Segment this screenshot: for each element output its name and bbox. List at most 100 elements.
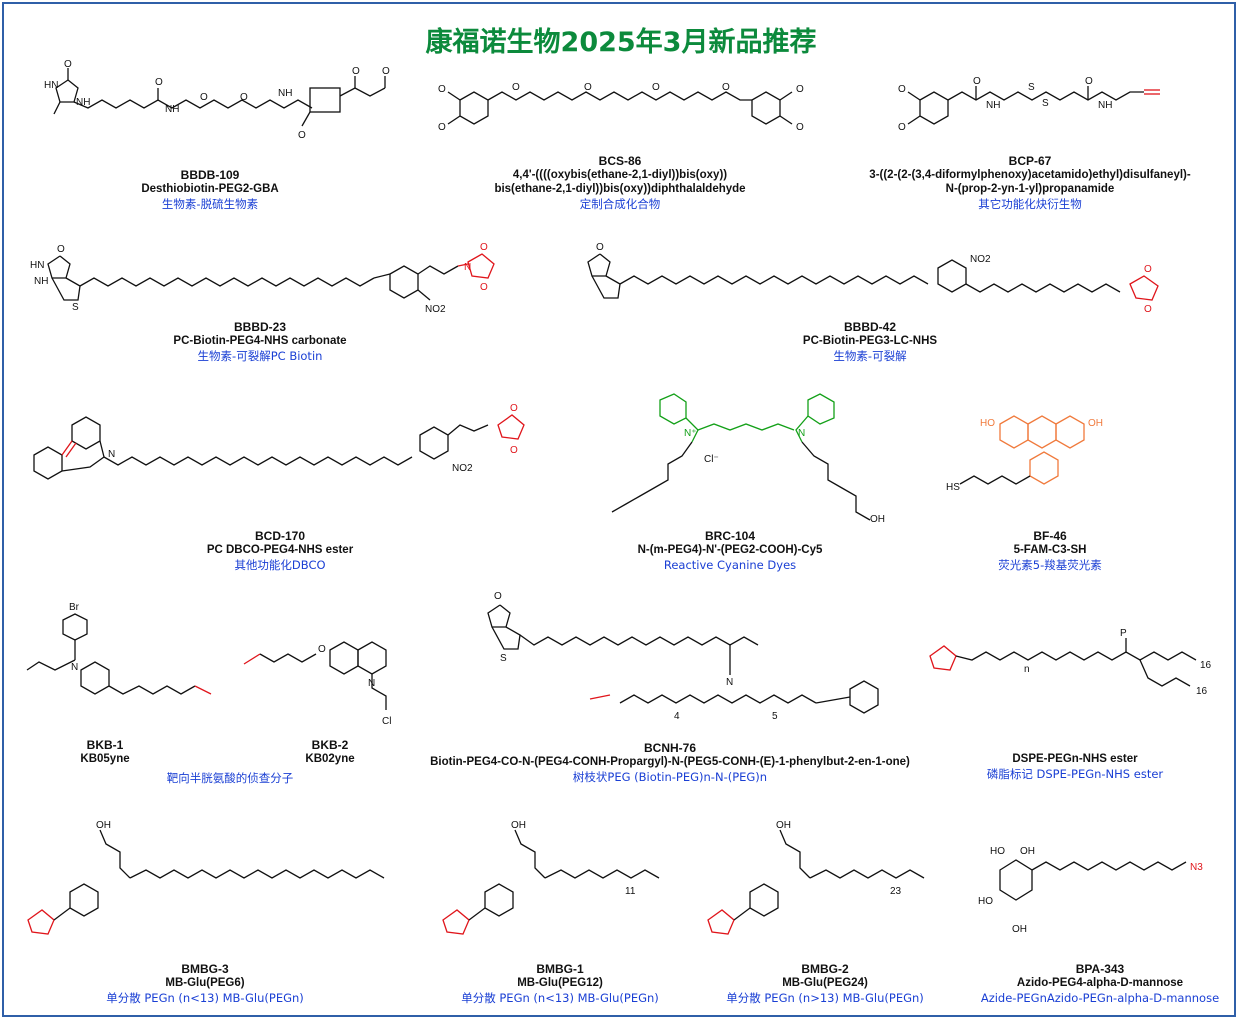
atom-label: n <box>1024 664 1030 675</box>
product-category: 其它功能化炔衍生物 <box>978 197 1082 211</box>
product-category: 生物素-脱硫生物素 <box>161 197 259 211</box>
atom-label: O <box>57 244 65 255</box>
atom-label: NO2 <box>452 463 473 474</box>
product-category: 荧光素5-羧基荧光素 <box>998 558 1102 572</box>
atom-label: P <box>1120 628 1127 639</box>
structure-bcnh-76: O S N 4 5 <box>487 591 879 722</box>
product-card-bbbd-42: O NO2 O O BBBD-42 PC-Biotin-PEG3-LC-NHS … <box>560 238 1180 368</box>
atom-label: HO <box>980 418 995 429</box>
atom-label: HN <box>44 80 58 91</box>
atom-label: O <box>494 591 502 602</box>
atom-label: S <box>72 302 79 313</box>
atom-label: O <box>200 92 208 103</box>
product-code: BRC-104 <box>704 529 755 543</box>
atom-label: OH <box>511 820 526 831</box>
product-code: BBBD-23 <box>233 320 286 334</box>
atom-label: N <box>108 449 115 460</box>
product-card-bkb-2: O N Cl BKB-2 KB02yne <box>230 630 430 765</box>
product-name: MB-Glu(PEG6) <box>165 977 245 989</box>
atom-label: O <box>512 82 520 93</box>
atom-label: NH <box>278 88 292 99</box>
product-name: PC-Biotin-PEG4-NHS carbonate <box>173 335 347 347</box>
atom-label: O <box>438 84 446 95</box>
atom-label: O <box>796 84 804 95</box>
atom-label: NH <box>76 97 90 108</box>
structure-bmbg-1: OH 11 <box>442 820 660 935</box>
atom-label: 23 <box>890 886 902 897</box>
atom-label: N <box>464 262 471 273</box>
structure-bmbg-3: OH <box>27 820 385 935</box>
product-category: 单分散 PEGn (n<13) MB-Glu(PEGn) <box>461 991 659 1005</box>
product-card-bf-46: HO OH HS BF-46 5-FAM-C3-SH 荧光素5-羧基荧光素 <box>930 410 1170 575</box>
product-code: BCNH-76 <box>643 741 696 755</box>
atom-label: O <box>1085 76 1093 87</box>
atom-label: 5 <box>772 711 778 722</box>
product-code: BKB-1 <box>86 738 124 752</box>
atom-label: OH <box>1020 846 1035 857</box>
product-card-bkb-1: Br N BKB-1 KB05yne <box>10 600 220 765</box>
product-name: 4,4'-((((oxybis(ethane-2,1-diyl))bis(oxy… <box>512 169 728 181</box>
atom-label: N⁺ <box>684 428 697 439</box>
atom-label: NH <box>1098 100 1112 111</box>
atom-label: O <box>155 77 163 88</box>
atom-label: 11 <box>625 886 636 897</box>
structure-brc-104: N⁺ N Cl⁻ OH <box>611 393 885 525</box>
product-name: MB-Glu(PEG24) <box>782 977 868 989</box>
product-card-bcd-170: N NO2 O O BCD-170 PC DBCO-PEG4-NHS ester… <box>20 395 540 575</box>
atom-label: O <box>1144 304 1152 315</box>
product-name: PC DBCO-PEG4-NHS ester <box>206 544 354 556</box>
atom-label: OH <box>776 820 791 831</box>
product-name: N-(m-PEG4)-N'-(PEG2-COOH)-Cy5 <box>637 544 823 556</box>
product-code: BCS-86 <box>598 154 642 168</box>
product-category: 其他功能化DBCO <box>234 558 326 572</box>
atom-label: HN <box>30 260 44 271</box>
atom-label: O <box>898 122 906 133</box>
product-code: BMBG-2 <box>801 962 849 976</box>
structure-bkb-1: Br N <box>26 602 212 695</box>
structure-bmbg-2: OH 23 <box>707 820 925 935</box>
structure-bpa-343: HO OH HO OH N3 <box>978 846 1203 935</box>
product-card-bcnh-76: O S N 4 5 BCNH-76 Biotin-PEG4-CO-N-(PEG4… <box>410 585 930 785</box>
structure-bcd-170: N NO2 O O <box>33 403 525 480</box>
atom-label: O <box>480 242 488 253</box>
atom-label: OH <box>1088 418 1103 429</box>
atom-label: 16 <box>1200 660 1212 671</box>
atom-label: Cl <box>382 716 391 727</box>
structure-bbbd-23: O HN NH S NO2 O O N <box>30 242 495 315</box>
structure-bbbd-42: O NO2 O O <box>587 242 1159 315</box>
product-category: Azide-PEGnAzido-PEGn-alpha-D-mannose <box>980 991 1220 1005</box>
atom-label: NO2 <box>970 254 991 265</box>
product-card-dspe-pegn-nhs: P 16 16 n DSPE-PEGn-NHS ester 磷脂标记 DSPE-… <box>915 628 1235 790</box>
atom-label: NO2 <box>425 304 446 315</box>
product-card-bbdb-109: O HN NH O NH O O NH O O O BBDB-109 Desth… <box>10 59 410 220</box>
atom-label: O <box>382 66 390 77</box>
product-name: DSPE-PEGn-NHS ester <box>1012 753 1138 765</box>
product-name: MB-Glu(PEG12) <box>517 977 603 989</box>
page-title: 康福诺生物2025年3月新品推荐 <box>425 27 817 58</box>
atom-label: HS <box>946 482 960 493</box>
atom-label: 16 <box>1196 686 1208 697</box>
product-card-bpa-343: HO OH HO OH N3 BPA-343 Azido-PEG4-alpha-… <box>965 840 1235 1010</box>
atom-label: O <box>722 82 730 93</box>
product-card-bcs-86: O O O O O O O O BCS-86 4,4'-((((oxybis(e… <box>420 60 820 220</box>
atom-label: O <box>796 122 804 133</box>
atom-label: NH <box>986 100 1000 111</box>
atom-label: OH <box>1012 924 1027 935</box>
product-code: BMBG-3 <box>181 962 229 976</box>
product-name: PC-Biotin-PEG3-LC-NHS <box>802 335 938 347</box>
product-name: Azido-PEG4-alpha-D-mannose <box>1016 977 1184 989</box>
atom-label: O <box>352 66 360 77</box>
product-card-brc-104: N⁺ N Cl⁻ OH BRC-104 N-(m-PEG4)-N'-(PEG2-… <box>560 390 900 575</box>
atom-label: O <box>318 644 326 655</box>
atom-label: O <box>64 59 72 70</box>
product-name: 5-FAM-C3-SH <box>1013 544 1087 556</box>
atom-label: S <box>500 653 507 664</box>
product-code: BMBG-1 <box>536 962 584 976</box>
product-code: BKB-2 <box>311 738 349 752</box>
product-category: 单分散 PEGn (n>13) MB-Glu(PEGn) <box>726 991 924 1005</box>
product-card-bcp-67: O O O NH S S O NH BCP-67 3-((2-(2-(3,4-d… <box>830 60 1230 220</box>
product-card-bmbg-2: OH 23 BMBG-2 MB-Glu(PEG24) 单分散 PEGn (n>1… <box>700 820 950 1010</box>
atom-label: O <box>973 76 981 87</box>
atom-label: O <box>240 92 248 103</box>
product-category: 单分散 PEGn (n<13) MB-Glu(PEGn) <box>106 991 304 1005</box>
